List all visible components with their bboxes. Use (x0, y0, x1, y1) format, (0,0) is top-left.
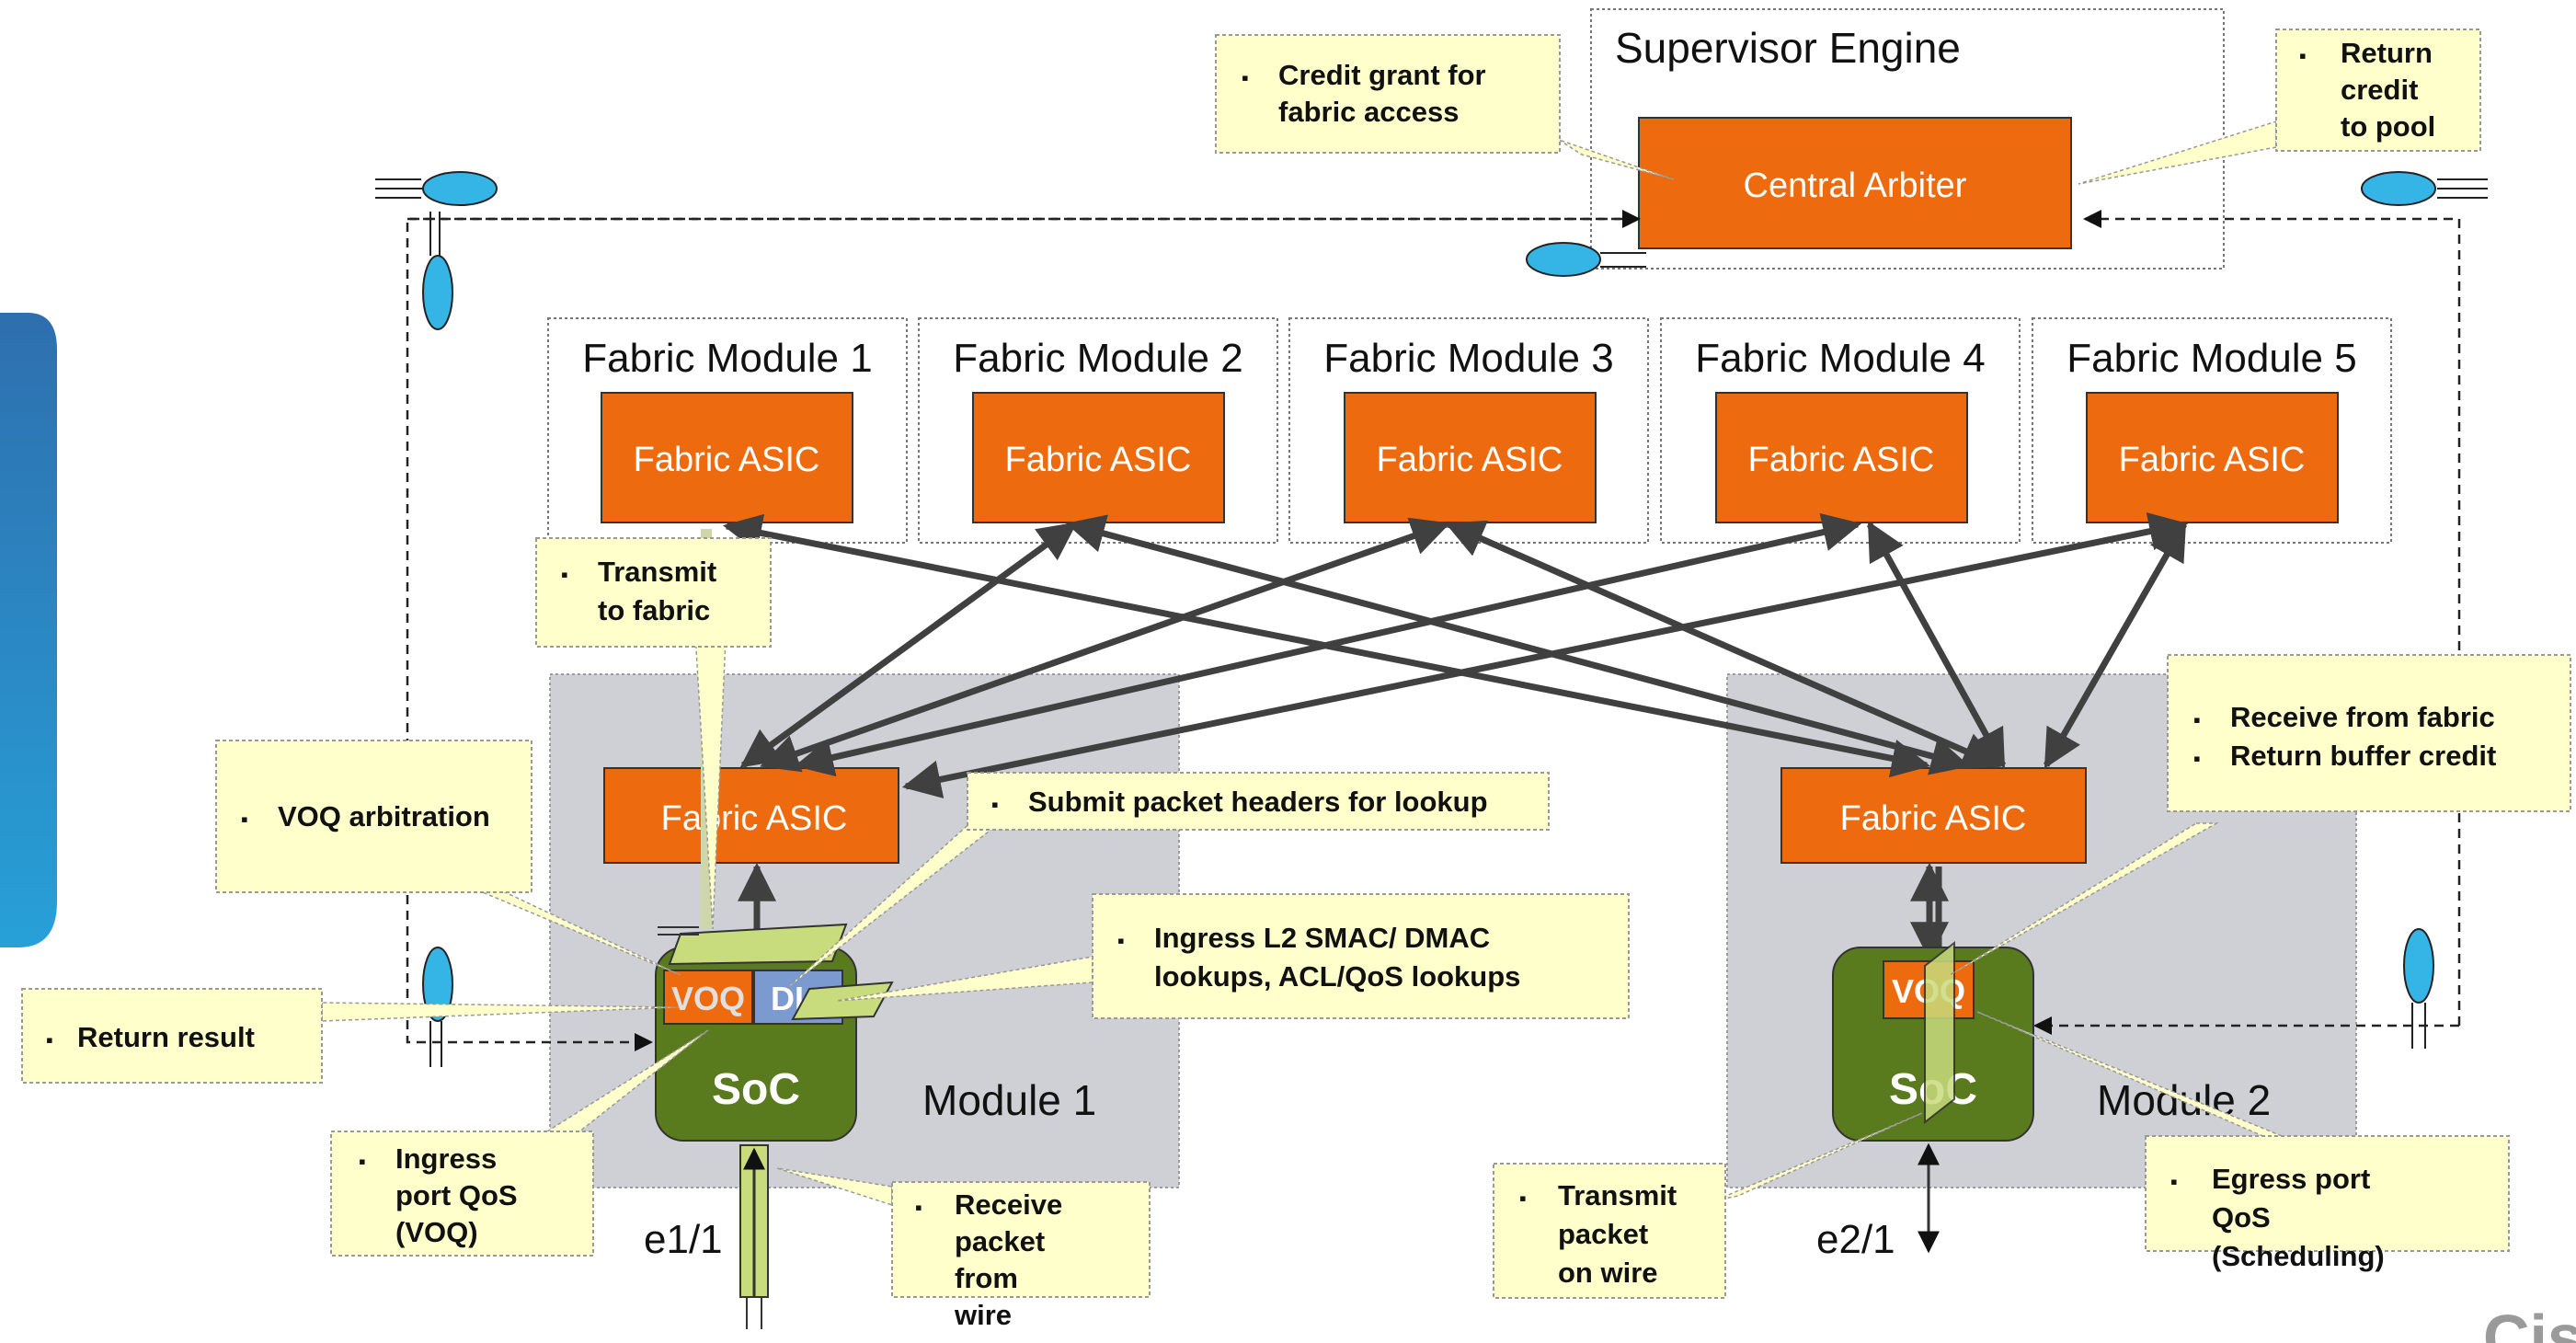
callout-ingress-qos (330, 1131, 594, 1257)
module2-fabric-asic-label: Fabric ASIC (1840, 799, 2027, 838)
callout-text-return-buffer: ▪Return buffer credit (2193, 740, 2496, 772)
fabric-asic-fm4-label: Fabric ASIC (1748, 441, 1935, 479)
module1-soc-label: SoC (712, 1065, 800, 1114)
fabric-module-4-title: Fabric Module 4 (1695, 336, 1985, 381)
token-trails (375, 178, 2488, 1067)
callout-egress-qos (2145, 1135, 2510, 1252)
central-arbiter[interactable] (1638, 117, 2072, 249)
fabric-asic-fm1-label: Fabric ASIC (634, 441, 820, 479)
callout-ingress-l2 (1092, 893, 1630, 1019)
callout-pointers (321, 120, 2317, 1207)
side-panel (0, 313, 57, 947)
central-arbiter-label: Central Arbiter (1744, 166, 1967, 205)
fabric-asic-fm4[interactable] (1715, 392, 1968, 523)
module1-voq-label: VOQ (671, 980, 745, 1017)
fabric-module-3-title: Fabric Module 3 (1323, 336, 1613, 381)
token-icon (422, 947, 453, 1022)
token-icon (1526, 242, 1601, 277)
callout-transmit-wire (1493, 1163, 1726, 1299)
module1-voq[interactable] (663, 970, 753, 1025)
module1-port: e1/1 (644, 1217, 723, 1262)
fabric-module-2-title: Fabric Module 2 (953, 336, 1242, 381)
callout-text-voq-arbitration: ▪VOQ arbitration (241, 800, 490, 832)
fabric-links (722, 512, 2189, 961)
callout-return-result (21, 988, 323, 1084)
callout-submit-headers (967, 772, 1550, 831)
callout-text-receive-fabric: ▪Receive from fabric (2193, 701, 2495, 733)
module1-fabric-asic-label: Fabric ASIC (661, 799, 848, 838)
fabric-modules: Fabric Module 1 Fabric Module 2 Fabric M… (547, 317, 2392, 544)
callout-credit-grant (1215, 34, 1561, 154)
packet-shape-dl (791, 981, 894, 1021)
module2-port: e2/1 (1816, 1217, 1895, 1262)
fabric-module-1-title: Fabric Module 1 (582, 336, 872, 381)
callout-receive-fabric (2167, 654, 2571, 812)
packet-shape-egress (1924, 940, 1955, 1125)
token-icon (422, 255, 453, 330)
fabric-asic-fm3-label: Fabric ASIC (1377, 441, 1563, 479)
token-icon (2361, 171, 2436, 206)
fabric-module-5-title: Fabric Module 5 (2067, 336, 2356, 381)
fabric-asic-fm3[interactable] (1344, 392, 1597, 523)
fabric-asic-fm5-label: Fabric ASIC (2119, 441, 2306, 479)
fabric-asic-fm1[interactable] (601, 392, 853, 523)
callout-text-submit-headers: ▪Submit packet headers for lookup (991, 786, 1488, 818)
callout-text-return-result: ▪Return result (46, 1021, 255, 1053)
token-icon (2403, 928, 2434, 1004)
callout-voq-arbitration (215, 740, 532, 893)
callout-return-credit (2275, 29, 2481, 152)
cisco-logo: Cisc (2483, 1302, 2576, 1343)
module1-fabric-asic[interactable] (603, 767, 899, 864)
callouts (21, 29, 2571, 1299)
callout-transmit-fabric (535, 537, 772, 648)
callout-receive-wire (891, 1181, 1151, 1298)
packet-shape-voq (668, 923, 848, 966)
credit-tokens (422, 171, 2436, 1022)
fabric-asic-fm2-label: Fabric ASIC (1005, 441, 1192, 479)
module1-label: Module 1 (922, 1076, 1096, 1124)
supervisor-title: Supervisor Engine (1615, 24, 1961, 72)
fabric-asic-fm5[interactable] (2086, 392, 2339, 523)
token-icon (422, 171, 498, 206)
fabric-asic-fm2[interactable] (972, 392, 1225, 523)
